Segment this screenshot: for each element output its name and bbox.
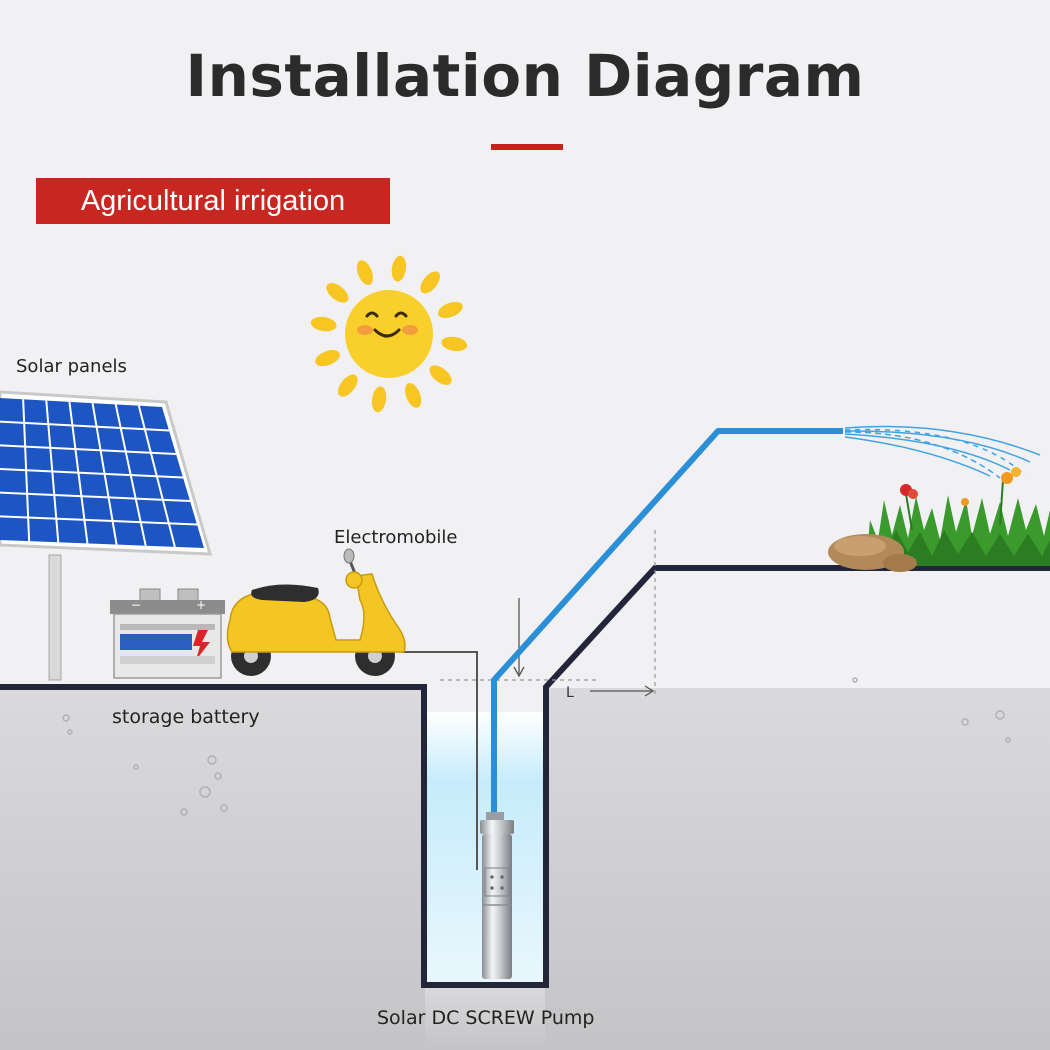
sun-ray (405, 383, 422, 408)
application-tag: Agricultural irrigation (36, 178, 390, 224)
title-underline (491, 144, 563, 150)
distance-arrow (513, 598, 655, 697)
solar-panel (0, 390, 213, 681)
distance-label: L (566, 685, 574, 701)
storage-battery-label: storage battery (112, 706, 260, 728)
svg-text:−: − (131, 598, 141, 612)
ground (0, 677, 1050, 1050)
sun (310, 255, 468, 413)
pump-label: Solar DC SCREW Pump (377, 1007, 595, 1029)
sun-ray (326, 283, 349, 303)
sun-ray (441, 336, 468, 352)
sun-ray (371, 386, 387, 413)
guide-lines (440, 530, 656, 695)
sun-ray (391, 255, 407, 282)
svg-text:+: + (196, 598, 206, 612)
screw-pump (480, 812, 514, 979)
water-pipe (491, 428, 843, 820)
electromobile (226, 548, 406, 676)
pump-cable (402, 651, 478, 870)
sun-ray (315, 350, 340, 367)
electromobile-label: Electromobile (334, 527, 458, 548)
storage-battery: − + (110, 588, 225, 679)
sun-ray (310, 316, 337, 332)
page-title: Installation Diagram (185, 42, 865, 110)
sun-ray (338, 374, 358, 397)
grass-field (828, 467, 1050, 572)
sun-ray (420, 271, 440, 294)
solar-panels-label: Solar panels (16, 356, 127, 377)
sun-ray (438, 301, 463, 318)
ground-outline (0, 565, 1050, 988)
sun-ray (429, 365, 452, 385)
sun-ray (356, 260, 373, 285)
water-spray (844, 425, 1041, 479)
